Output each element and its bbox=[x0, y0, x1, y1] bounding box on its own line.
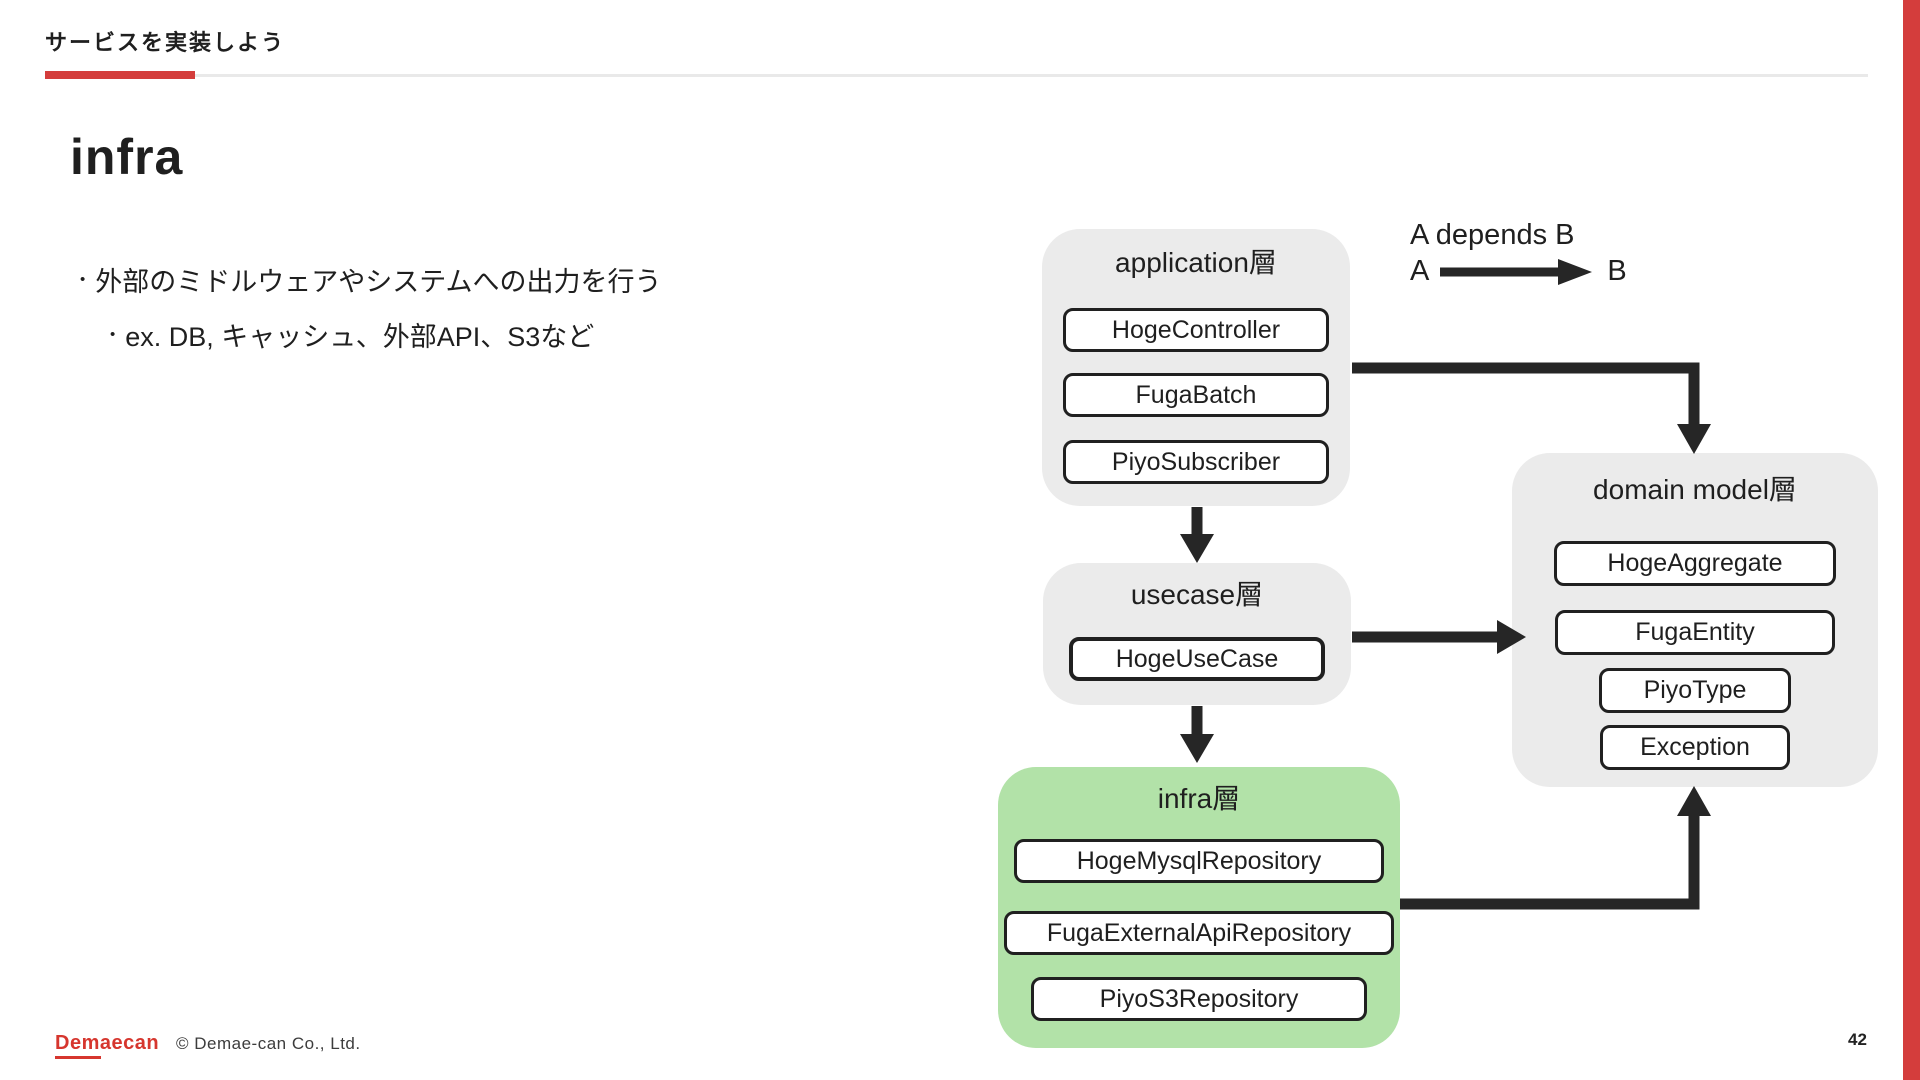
legend-to-label: B bbox=[1607, 255, 1627, 287]
class-node: PiyoS3Repository bbox=[1031, 977, 1367, 1021]
bullet-item: • ex. DB, キャッシュ、外部API、S3など bbox=[110, 315, 661, 354]
layer-application: application層 HogeController FugaBatch Pi… bbox=[1042, 229, 1350, 506]
page-number: 42 bbox=[1848, 1030, 1867, 1049]
accent-sidebar bbox=[1903, 0, 1920, 1080]
arrow-application-to-domain bbox=[1352, 362, 1700, 428]
bullet-item: • 外部のミドルウェアやシステムへの出力を行う bbox=[80, 260, 661, 299]
layer-title: usecase層 bbox=[1130, 579, 1264, 610]
layer-domain-model: domain model層 HogeAggregate FugaEntity P… bbox=[1512, 453, 1878, 787]
arrowhead-down-icon bbox=[1180, 734, 1214, 763]
logo-underline bbox=[55, 1056, 101, 1059]
dependency-legend: A depends B A B bbox=[1410, 219, 1627, 288]
copyright-text: © Demae-can Co., Ltd. bbox=[176, 1034, 361, 1053]
class-node: PiyoType bbox=[1599, 668, 1791, 713]
page-title: infra bbox=[70, 129, 184, 185]
class-node: FugaEntity bbox=[1555, 610, 1835, 655]
bullet-list: • 外部のミドルウェアやシステムへの出力を行う • ex. DB, キャッシュ、… bbox=[80, 260, 661, 370]
layer-title: application層 bbox=[1115, 247, 1277, 278]
legend-from-label: A bbox=[1410, 255, 1430, 287]
layer-title: infra層 bbox=[1157, 783, 1241, 814]
layer-infra: infra層 HogeMysqlRepository FugaExternalA… bbox=[998, 767, 1400, 1048]
layer-title: domain model層 bbox=[1593, 474, 1797, 505]
layer-usecase: usecase層 HogeUseCase bbox=[1043, 563, 1351, 705]
header-divider-accent bbox=[45, 71, 195, 79]
arrowhead-down-icon bbox=[1180, 534, 1214, 563]
slide-section-title: サービスを実装しよう bbox=[45, 30, 286, 55]
arrowhead-down-icon bbox=[1677, 424, 1711, 454]
class-node: HogeController bbox=[1063, 308, 1329, 352]
class-node: FugaBatch bbox=[1063, 373, 1329, 417]
bullet-text: 外部のミドルウェアやシステムへの出力を行う bbox=[95, 267, 662, 297]
legend-example: A B bbox=[1410, 255, 1627, 288]
class-node: Exception bbox=[1600, 725, 1790, 770]
legend-caption: A depends B bbox=[1410, 219, 1575, 251]
class-node: PiyoSubscriber bbox=[1063, 440, 1329, 484]
arrow-right-icon bbox=[1440, 258, 1593, 285]
class-node: HogeAggregate bbox=[1554, 541, 1836, 586]
header-divider bbox=[45, 74, 1868, 77]
arrow-infra-to-domain bbox=[1400, 812, 1700, 910]
company-logo: Demaecan bbox=[55, 1032, 160, 1054]
bullet-glyph: • bbox=[80, 271, 86, 288]
arrowhead-up-icon bbox=[1677, 786, 1711, 816]
bullet-glyph: • bbox=[110, 326, 116, 343]
class-node: HogeUseCase bbox=[1069, 637, 1325, 681]
class-node: FugaExternalApiRepository bbox=[1004, 911, 1394, 955]
class-node: HogeMysqlRepository bbox=[1014, 839, 1384, 883]
bullet-text: ex. DB, キャッシュ、外部API、S3など bbox=[125, 322, 595, 352]
